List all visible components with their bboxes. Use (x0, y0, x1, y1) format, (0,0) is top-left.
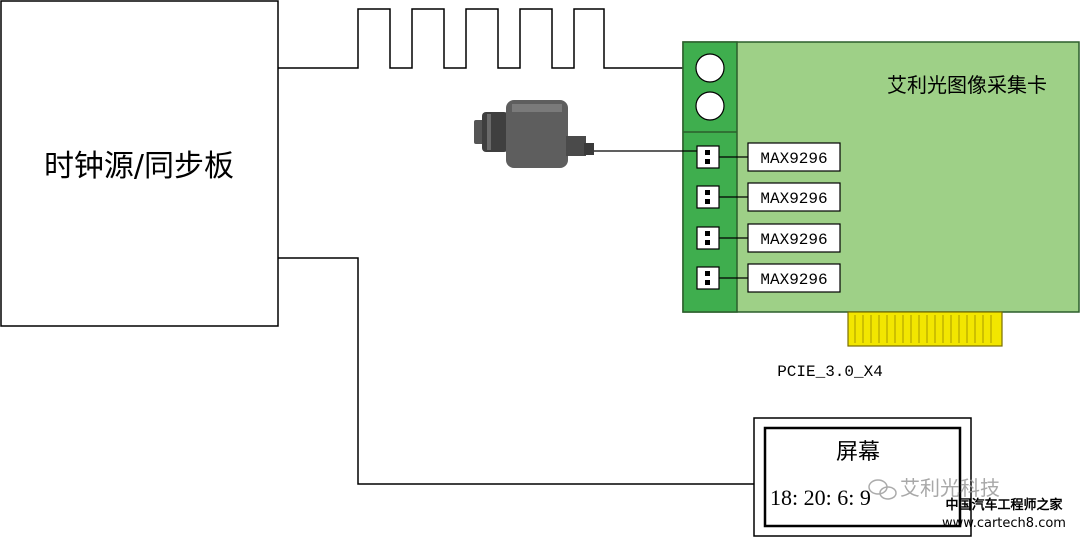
gmsl-port-1 (696, 145, 720, 169)
max9296-chip-3 (747, 223, 841, 253)
sync-input-port (695, 53, 725, 83)
gmsl-channel-4: MAX9296 (696, 263, 841, 293)
screen-sync-wire (278, 257, 755, 485)
aux-port (695, 91, 725, 121)
max9296-chip-4 (747, 263, 841, 293)
screen-inner (763, 426, 962, 528)
capture-card-title: 艾利光图像采集卡 (887, 73, 1047, 97)
max9296-chip-2-label: MAX9296 (760, 190, 827, 208)
gmsl-channel-2: MAX9296 (696, 182, 841, 212)
max9296-chip-4-label: MAX9296 (760, 271, 827, 289)
clock-signal-wave (278, 8, 685, 69)
gmsl-channel-1: MAX9296 (696, 142, 841, 172)
watermark-site-cn: 中国汽车工程师之家 (945, 497, 1063, 513)
pcie-connector (847, 311, 1003, 347)
max9296-chip-1 (747, 142, 841, 172)
clock-sync-board-label: 时钟源/同步板 (44, 149, 234, 184)
gmsl-port-3 (696, 226, 720, 250)
wechat-logo-icon (868, 479, 897, 500)
gmsl-channel-3: MAX9296 (696, 223, 841, 253)
screen-title: 屏幕 (836, 440, 880, 465)
gmsl-port-4 (696, 266, 720, 290)
watermark-brand: 艾利光科技 (900, 476, 1000, 500)
screen-time: 18: 20: 6: 9 (770, 485, 871, 510)
max9296-chip-2 (747, 182, 841, 212)
pcie-interface-label: PCIE_3.0_X4 (777, 363, 883, 381)
camera-icon (474, 100, 594, 168)
gmsl-port-2 (696, 185, 720, 209)
watermark-site-url: www.cartech8.com (942, 516, 1066, 531)
max9296-chip-1-label: MAX9296 (760, 150, 827, 168)
clock-sync-board (0, 0, 279, 327)
max9296-chip-3-label: MAX9296 (760, 231, 827, 249)
